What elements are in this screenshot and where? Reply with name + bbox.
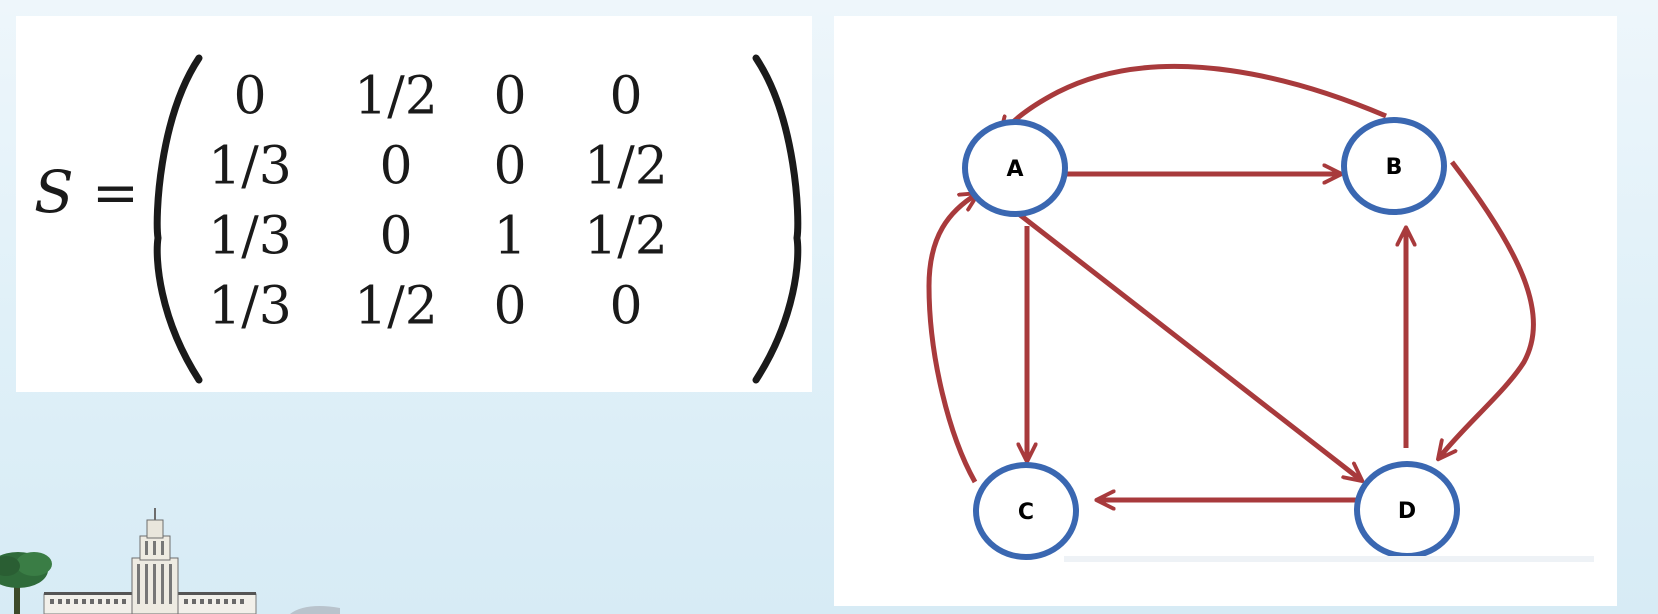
matrix-cell-r2-c3: 0 xyxy=(493,137,526,197)
matrix-cell-r2-c1: 1/3 xyxy=(208,137,292,197)
edge-b-to-d xyxy=(1439,160,1536,458)
matrix-cell-r4-c3: 0 xyxy=(493,277,526,337)
matrix-cell-r1-c4: 0 xyxy=(609,67,642,127)
matrix-cell-r2-c4: 1/2 xyxy=(584,137,668,197)
bottom-strip xyxy=(1064,556,1594,562)
matrix-cell-r4-c2: 1/2 xyxy=(354,277,438,337)
node-a-label: A xyxy=(1006,157,1023,182)
node-d: D xyxy=(1354,461,1460,559)
graph-edges xyxy=(926,64,1536,500)
matrix-cell-r3-c2: 0 xyxy=(379,207,412,267)
matrix-symbol: S xyxy=(34,158,74,226)
left-parenthesis xyxy=(153,54,203,384)
matrix-cell-r4-c1: 1/3 xyxy=(208,277,292,337)
campus-building-decoration xyxy=(0,508,340,614)
matrix-cell-r1-c3: 0 xyxy=(493,67,526,127)
node-b: B xyxy=(1341,117,1447,215)
matrix-cell-r3-c1: 1/3 xyxy=(208,207,292,267)
edge-b-to-a xyxy=(1001,64,1387,134)
edge-c-to-a xyxy=(926,194,977,484)
graph-nodes: A B C D xyxy=(962,117,1460,560)
matrix-cell-r3-c4: 1/2 xyxy=(584,207,668,267)
node-c-label: C xyxy=(1018,500,1034,525)
directed-graph: A B C D xyxy=(926,64,1594,562)
graph-panel: A B C D xyxy=(834,16,1617,606)
building-icon xyxy=(43,508,340,614)
node-d-label: D xyxy=(1398,499,1416,524)
matrix-cell-r3-c3: 1 xyxy=(493,207,526,267)
matrix-cell-r4-c4: 0 xyxy=(609,277,642,337)
tree-icon xyxy=(0,552,52,614)
matrix-cells: 0 1/2 0 0 1/3 0 0 1/2 1/3 0 1 1/2 1/3 1/2 0 0 xyxy=(208,67,668,337)
matrix-panel: S = 0 1/2 0 0 1/3 0 0 1/2 1/3 0 1 1/2 1/3 1/2 0 0 xyxy=(16,16,812,392)
matrix-equation: S = 0 1/2 0 0 1/3 0 0 1/2 1/3 0 1 1/2 1/3 1/2 0 0 xyxy=(34,54,802,384)
node-a: A xyxy=(962,119,1068,217)
node-c: C xyxy=(973,462,1079,560)
matrix-cell-r2-c2: 0 xyxy=(379,137,412,197)
edge-a-to-d xyxy=(1004,202,1361,480)
right-parenthesis xyxy=(752,54,802,384)
node-b-label: B xyxy=(1386,155,1403,180)
matrix-cell-r1-c2: 1/2 xyxy=(354,67,438,127)
matrix-cell-r1-c1: 0 xyxy=(233,67,266,127)
matrix-equals: = xyxy=(92,161,139,226)
